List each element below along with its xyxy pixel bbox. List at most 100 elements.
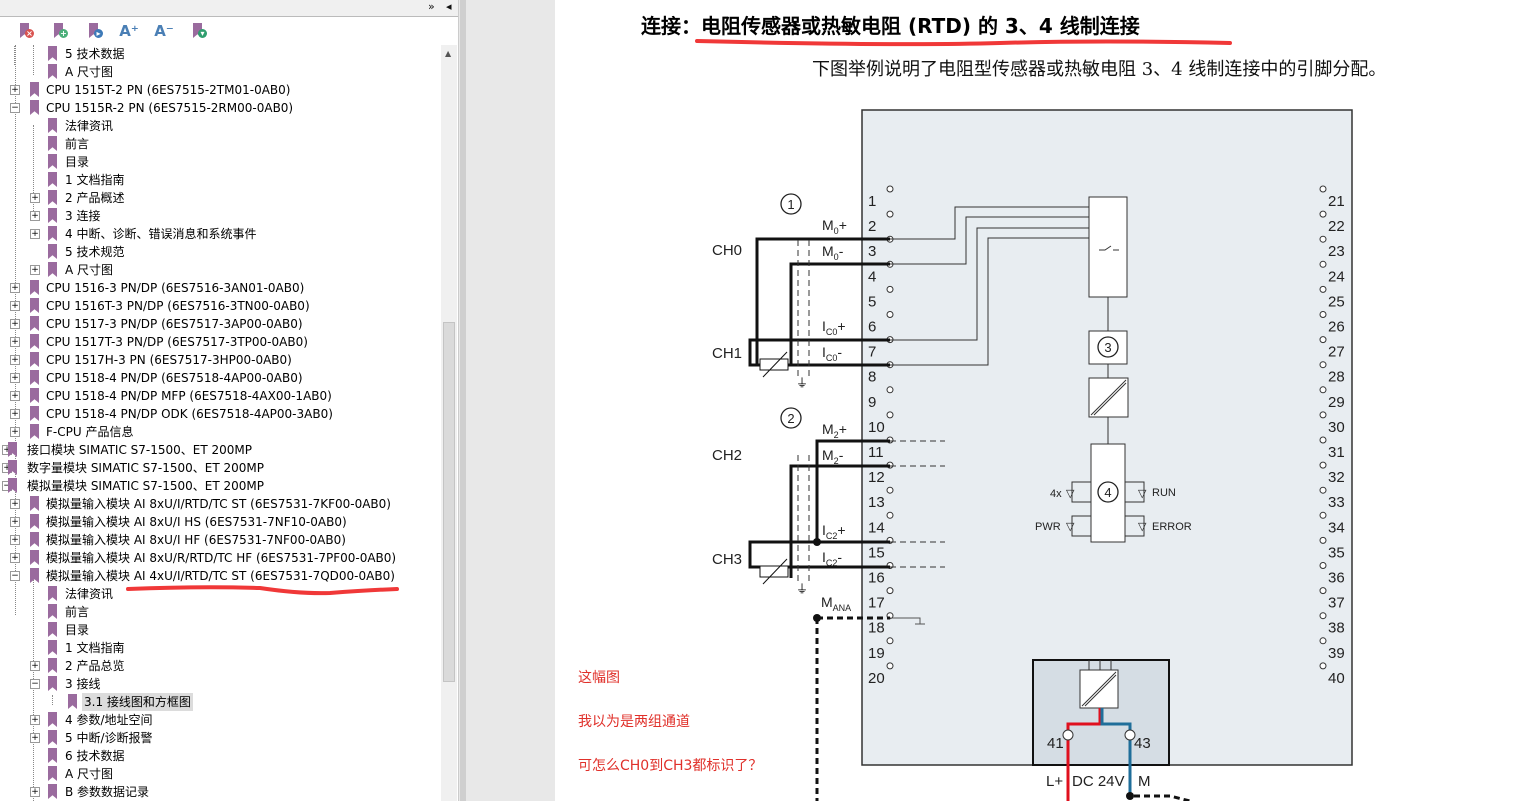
expand-toggle-icon[interactable]: +	[10, 301, 20, 311]
expand-toggle-icon[interactable]: +	[10, 355, 20, 365]
tree-item[interactable]: +CPU 1515T-2 PN (6ES7515-2TM01-0AB0)	[0, 81, 440, 99]
signal-label-m0m: M0-	[822, 243, 844, 262]
signal-label-ic0m: IC0-	[822, 344, 842, 363]
tree-item[interactable]: A 尺寸图	[0, 765, 440, 783]
tree-item-label: 6 技术数据	[65, 749, 125, 763]
terminal-point	[1319, 511, 1327, 519]
tree-item[interactable]: 前言	[0, 135, 440, 153]
terminal-number: 35	[1328, 544, 1345, 561]
splitter-bar[interactable]	[460, 0, 466, 801]
bookmark-icon	[30, 334, 39, 349]
expand-toggle-icon[interactable]: +	[10, 283, 20, 293]
expand-toggle-icon[interactable]: +	[10, 427, 20, 437]
tree-item[interactable]: +CPU 1517-3 PN/DP (6ES7517-3AP00-0AB0)	[0, 315, 440, 333]
tree-item-label: 5 中断/诊断报警	[65, 731, 153, 745]
tree-item[interactable]: +B 参数数据记录	[0, 783, 440, 801]
expand-toggle-icon[interactable]: +	[30, 715, 40, 725]
expand-toggle-icon[interactable]: +	[30, 211, 40, 221]
tree-item[interactable]: 6 技术数据	[0, 747, 440, 765]
bookmark-icon	[54, 23, 63, 38]
tree-item[interactable]: 前言	[0, 603, 440, 621]
tree-item[interactable]: +模拟量输入模块 AI 8xU/I HF (6ES7531-7NF00-0AB0…	[0, 531, 440, 549]
collapse-panel-button[interactable]: ◂	[446, 0, 452, 13]
terminal-number: 3	[868, 243, 876, 260]
remove-bookmark-button[interactable]: ×	[16, 20, 38, 42]
expand-panel-button[interactable]: »	[428, 0, 435, 13]
tree-item[interactable]: +CPU 1517T-3 PN/DP (6ES7517-3TP00-0AB0)	[0, 333, 440, 351]
expand-toggle-icon[interactable]: +	[30, 787, 40, 797]
expand-toggle-icon[interactable]: +	[10, 553, 20, 563]
tree-item[interactable]: −3 接线	[0, 675, 440, 693]
tree-item[interactable]: +CPU 1517H-3 PN (6ES7517-3HP00-0AB0)	[0, 351, 440, 369]
expand-toggle-icon[interactable]: +	[30, 229, 40, 239]
expand-toggle-icon[interactable]: +	[10, 319, 20, 329]
tree-item[interactable]: A 尺寸图	[0, 63, 440, 81]
tree-item[interactable]: +F-CPU 产品信息	[0, 423, 440, 441]
tree-item[interactable]: −模拟量模块 SIMATIC S7-1500、ET 200MP	[0, 477, 440, 495]
expand-toggle-icon[interactable]: +	[30, 733, 40, 743]
tree-item[interactable]: +5 中断/诊断报警	[0, 729, 440, 747]
scrollbar-thumb[interactable]	[443, 322, 455, 682]
tree-item-label: 数字量模块 SIMATIC S7-1500、ET 200MP	[27, 461, 265, 475]
tree-item[interactable]: +2 产品总览	[0, 657, 440, 675]
font-decrease-button[interactable]: A⁻	[154, 22, 174, 40]
expand-bookmark-button[interactable]: ▾	[189, 20, 211, 42]
led-label-4x: 4x	[1050, 488, 1062, 500]
expand-toggle-icon[interactable]: +	[30, 661, 40, 671]
scroll-up-icon[interactable]: ▲	[445, 49, 452, 58]
tree-item[interactable]: +数字量模块 SIMATIC S7-1500、ET 200MP	[0, 459, 440, 477]
goto-bookmark-button[interactable]: ▸	[85, 20, 107, 42]
tree-item[interactable]: +4 参数/地址空间	[0, 711, 440, 729]
tree-item[interactable]: 目录	[0, 153, 440, 171]
tree-item[interactable]: +模拟量输入模块 AI 8xU/I HS (6ES7531-7NF10-0AB0…	[0, 513, 440, 531]
bookmark-icon	[30, 424, 39, 439]
tree-item[interactable]: +接口模块 SIMATIC S7-1500、ET 200MP	[0, 441, 440, 459]
expand-toggle-icon[interactable]: +	[30, 265, 40, 275]
tree-item[interactable]: 5 技术数据	[0, 45, 440, 63]
tree-item-label: 模拟量模块 SIMATIC S7-1500、ET 200MP	[27, 479, 265, 493]
expand-toggle-icon[interactable]: +	[10, 499, 20, 509]
tree-item[interactable]: 3.1 接线图和方框图	[0, 693, 440, 711]
expand-toggle-icon[interactable]: +	[10, 409, 20, 419]
tree-item[interactable]: +CPU 1518-4 PN/DP MFP (6ES7518-4AX00-1AB…	[0, 387, 440, 405]
tree-item[interactable]: −模拟量输入模块 AI 4xU/I/RTD/TC ST (6ES7531-7QD…	[0, 567, 440, 585]
expand-toggle-icon[interactable]: +	[10, 535, 20, 545]
lplus-wire	[1066, 708, 1102, 801]
collapse-toggle-icon[interactable]: −	[30, 679, 40, 689]
terminal-point	[886, 185, 894, 193]
led-label-pwr: PWR	[1035, 521, 1061, 533]
tree-item[interactable]: 法律资讯	[0, 585, 440, 603]
tree-item[interactable]: 法律资讯	[0, 117, 440, 135]
cable-shield	[797, 240, 945, 585]
tree-item[interactable]: 5 技术规范	[0, 243, 440, 261]
tree-item[interactable]: +模拟量输入模块 AI 8xU/I/RTD/TC ST (6ES7531-7KF…	[0, 495, 440, 513]
terminal-point	[886, 386, 894, 394]
panel-splitter[interactable]	[459, 0, 555, 801]
expand-toggle-icon[interactable]: +	[30, 193, 40, 203]
tree-item[interactable]: 1 文档指南	[0, 639, 440, 657]
expand-toggle-icon[interactable]: +	[10, 373, 20, 383]
font-increase-button[interactable]: A⁺	[119, 22, 139, 40]
terminal-number: 14	[868, 519, 885, 536]
tree-scrollbar[interactable]: ▲	[441, 45, 457, 801]
collapse-toggle-icon[interactable]: −	[10, 571, 20, 581]
tree-item[interactable]: 1 文档指南	[0, 171, 440, 189]
tree-item[interactable]: −CPU 1515R-2 PN (6ES7515-2RM00-0AB0)	[0, 99, 440, 117]
expand-toggle-icon[interactable]: +	[10, 391, 20, 401]
tree-item[interactable]: +2 产品概述	[0, 189, 440, 207]
tree-item[interactable]: +4 中断、诊断、错误消息和系统事件	[0, 225, 440, 243]
tree-item[interactable]: +CPU 1516-3 PN/DP (6ES7516-3AN01-0AB0)	[0, 279, 440, 297]
tree-item[interactable]: 目录	[0, 621, 440, 639]
collapse-toggle-icon[interactable]: −	[10, 103, 20, 113]
tree-item[interactable]: +CPU 1518-4 PN/DP ODK (6ES7518-4AP00-3AB…	[0, 405, 440, 423]
add-bookmark-button[interactable]: +	[50, 20, 72, 42]
tree-item[interactable]: +CPU 1518-4 PN/DP (6ES7518-4AP00-0AB0)	[0, 369, 440, 387]
tree-item[interactable]: +CPU 1516T-3 PN/DP (6ES7516-3TN00-0AB0)	[0, 297, 440, 315]
expand-toggle-icon[interactable]: +	[10, 337, 20, 347]
expand-toggle-icon[interactable]: +	[10, 517, 20, 527]
terminal-point	[1319, 411, 1327, 419]
tree-item[interactable]: +A 尺寸图	[0, 261, 440, 279]
expand-toggle-icon[interactable]: +	[10, 85, 20, 95]
tree-item[interactable]: +3 连接	[0, 207, 440, 225]
tree-item[interactable]: +模拟量输入模块 AI 8xU/R/RTD/TC HF (6ES7531-7PF…	[0, 549, 440, 567]
